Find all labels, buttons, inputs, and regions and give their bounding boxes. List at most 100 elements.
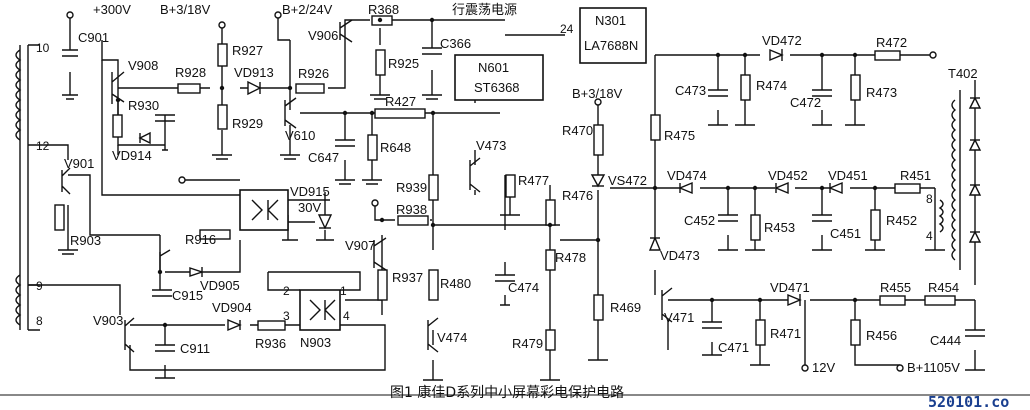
resistor-label: R474 bbox=[756, 78, 787, 93]
pin-label: 12 bbox=[36, 139, 50, 153]
resistor-label: R939 bbox=[396, 180, 427, 195]
resistor-label: R938 bbox=[396, 202, 427, 217]
capacitor-label: C473 bbox=[675, 83, 706, 98]
transistor-label: V903 bbox=[93, 313, 123, 328]
transistor-label: V907 bbox=[345, 238, 375, 253]
resistor-label: R472 bbox=[876, 35, 907, 50]
resistor-label: R648 bbox=[380, 140, 411, 155]
resistor-label: R455 bbox=[880, 280, 911, 295]
diode-label: VD451 bbox=[828, 168, 868, 183]
capacitor-label: C451 bbox=[830, 226, 861, 241]
resistor-label: R479 bbox=[512, 336, 543, 351]
resistor-label: R927 bbox=[232, 43, 263, 58]
pin-label: 8 bbox=[36, 314, 43, 328]
components bbox=[0, 7, 1030, 396]
transistor-label: V901 bbox=[64, 156, 94, 171]
capacitor-label: C472 bbox=[790, 95, 821, 110]
transistor-label: V906 bbox=[308, 28, 338, 43]
diode-label: VD913 bbox=[234, 65, 274, 80]
transistor-label: V610 bbox=[285, 128, 315, 143]
resistor-label: R427 bbox=[385, 94, 416, 109]
ic-id: N601 bbox=[478, 60, 509, 75]
rail-label: +300V bbox=[93, 2, 131, 17]
pin-label: 4 bbox=[343, 309, 350, 323]
capacitor-label: C915 bbox=[172, 288, 203, 303]
transistor-label: V471 bbox=[664, 310, 694, 325]
capacitor-label: C444 bbox=[930, 333, 961, 348]
rail-label: 12V bbox=[812, 360, 835, 375]
resistor-label: R480 bbox=[440, 276, 471, 291]
capacitor-label: C471 bbox=[718, 340, 749, 355]
rail-label: B+3/18V bbox=[572, 86, 623, 101]
resistor-label: R451 bbox=[900, 168, 931, 183]
wiring bbox=[19, 18, 976, 380]
pin-label: 4 bbox=[926, 229, 933, 243]
rail-label: B+1105V bbox=[907, 360, 960, 375]
resistor-label: R477 bbox=[518, 173, 549, 188]
pin-label: 9 bbox=[36, 279, 43, 293]
resistor-label: R478 bbox=[555, 250, 586, 265]
resistor-label: R928 bbox=[175, 65, 206, 80]
diode-label: VD905 bbox=[200, 278, 240, 293]
capacitor-label: C474 bbox=[508, 280, 539, 295]
ic-part: ST6368 bbox=[474, 80, 520, 95]
resistor-label: R926 bbox=[298, 66, 329, 81]
transformer-label: T402 bbox=[948, 66, 978, 81]
capacitor-label: C366 bbox=[440, 36, 471, 51]
resistor-label: R453 bbox=[764, 220, 795, 235]
resistor-label: R475 bbox=[664, 128, 695, 143]
capacitor-label: C647 bbox=[308, 150, 339, 165]
rail-label: 行震荡电源 bbox=[452, 2, 517, 17]
labels: +300V B+3/18V B+2/24V 行震荡电源 B+3/18V 12V … bbox=[36, 2, 1009, 410]
transistor-label: V908 bbox=[128, 58, 158, 73]
figure-caption: 图1 康佳D系列中小屏幕彩电保护电路 bbox=[390, 384, 624, 401]
resistor-label: R473 bbox=[866, 85, 897, 100]
pin-label: 24 bbox=[560, 22, 574, 36]
transistor-label: V473 bbox=[476, 138, 506, 153]
diode-label: VD452 bbox=[768, 168, 808, 183]
resistor-label: R925 bbox=[388, 56, 419, 71]
resistor-label: R470 bbox=[562, 123, 593, 138]
resistor-label: R937 bbox=[392, 270, 423, 285]
diode-label: VD472 bbox=[762, 33, 802, 48]
resistor-label: R903 bbox=[70, 233, 101, 248]
resistor-label: R471 bbox=[770, 326, 801, 341]
watermark: 520101.co bbox=[928, 393, 1009, 410]
diode-label: VD915 bbox=[290, 184, 330, 199]
resistor-label: R454 bbox=[928, 280, 959, 295]
rail-label: B+3/18V bbox=[160, 2, 211, 17]
pin-label: 10 bbox=[36, 41, 50, 55]
pin-label: 2 bbox=[283, 284, 290, 298]
capacitor-label: C911 bbox=[180, 341, 210, 356]
rail-label: B+2/24V bbox=[282, 2, 333, 17]
optocoupler-label: N903 bbox=[300, 335, 331, 350]
ic-id: N301 bbox=[595, 13, 626, 28]
resistor-label: R368 bbox=[368, 2, 399, 17]
diode-label: VD471 bbox=[770, 280, 810, 295]
resistor-label: R929 bbox=[232, 116, 263, 131]
rail-label: 30V bbox=[298, 200, 321, 215]
diode-label: VD473 bbox=[660, 248, 700, 263]
resistor-label: R930 bbox=[128, 98, 159, 113]
resistor-label: R936 bbox=[255, 336, 286, 351]
diode-label: VD904 bbox=[212, 300, 252, 315]
pin-label: 8 bbox=[926, 192, 933, 206]
resistor-label: R916 bbox=[185, 232, 216, 247]
diode-label: VS472 bbox=[608, 173, 647, 188]
capacitor-label: C901 bbox=[78, 30, 109, 45]
pin-label: 3 bbox=[283, 309, 290, 323]
resistor-label: R456 bbox=[866, 328, 897, 343]
ic-part: LA7688N bbox=[584, 38, 638, 53]
junctions bbox=[115, 17, 878, 328]
n601-block bbox=[454, 54, 544, 101]
diode-label: VD914 bbox=[112, 148, 152, 163]
resistor-label: R452 bbox=[886, 213, 917, 228]
resistor-label: R469 bbox=[610, 300, 641, 315]
pin-label: 1 bbox=[340, 284, 347, 298]
capacitor-label: C452 bbox=[684, 213, 715, 228]
transistor-label: V474 bbox=[437, 330, 467, 345]
diode-label: VD474 bbox=[667, 168, 707, 183]
resistor-label: R476 bbox=[562, 188, 593, 203]
n301-block bbox=[579, 7, 647, 64]
